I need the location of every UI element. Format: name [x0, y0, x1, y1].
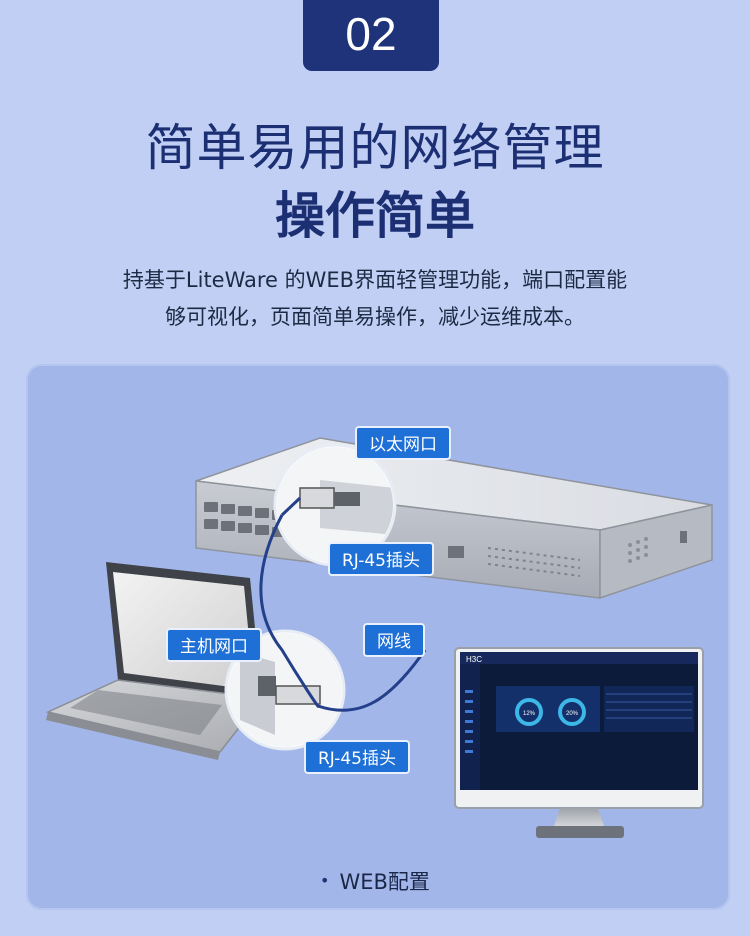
monitor: H3C 12% 20%: [454, 647, 704, 838]
monitor-brand: H3C: [466, 655, 482, 664]
cable-label: 网线: [363, 623, 425, 657]
gauge-left-value: 12%: [523, 711, 536, 717]
ethernet-port-label: 以太网口: [355, 426, 451, 460]
host-port-label: 主机网口: [166, 628, 262, 662]
caption-bullet: •: [320, 871, 330, 890]
rj45-bottom-label: RJ-45插头: [304, 740, 410, 774]
section-title: 简单易用的网络管理: [145, 119, 605, 177]
rj45-top-label: RJ-45插头: [328, 542, 434, 576]
gauge-right-value: 20%: [566, 711, 579, 717]
section-number-badge: 02: [303, 0, 439, 71]
feature-description: 持基于LiteWare 的WEB界面轻管理功能，端口配置能 够可视化，页面简单易…: [0, 262, 750, 336]
illustration-caption: • WEB配置: [0, 866, 750, 896]
caption-text: WEB配置: [339, 870, 430, 894]
description-line-1: 持基于LiteWare 的WEB界面轻管理功能，端口配置能: [122, 268, 628, 292]
description-line-2: 够可视化，页面简单易操作，减少运维成本。: [165, 305, 585, 329]
network-cable: [259, 514, 427, 712]
network-switch: [195, 437, 713, 600]
section-subtitle: 操作简单: [275, 187, 475, 245]
